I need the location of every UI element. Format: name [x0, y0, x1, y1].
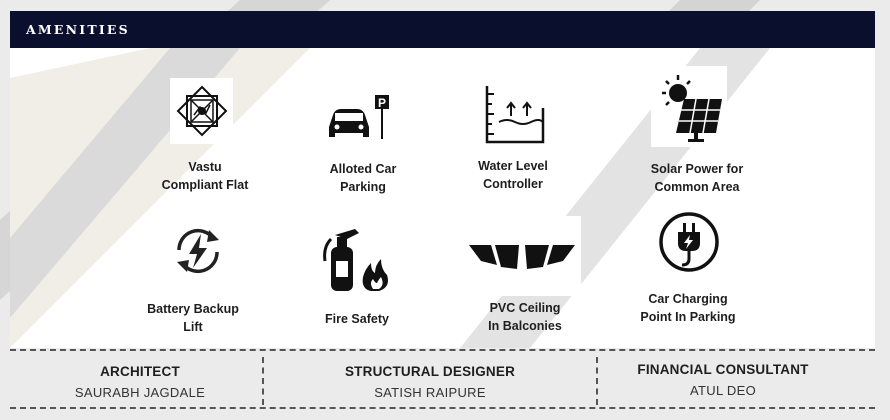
credit-name: SATISH RAIPURE [374, 385, 486, 400]
amenity-vastu [170, 78, 233, 144]
amenity-solar-power [651, 66, 727, 147]
amenities-header: AMENITIES [10, 11, 875, 48]
credit-role: ARCHITECT [100, 364, 180, 379]
amenity-car-parking: P [320, 81, 395, 155]
water-level-icon [485, 85, 545, 143]
credit-role: STRUCTURAL DESIGNER [344, 364, 516, 379]
ev-charging-plug-icon [659, 212, 719, 272]
battery-backup-icon [177, 228, 219, 274]
section-title: AMENITIES [26, 22, 130, 37]
credit-role: FINANCIAL CONSULTANT [637, 362, 809, 377]
credit-name: SAURABH JAGDALE [74, 385, 206, 400]
divider-vertical [596, 357, 598, 405]
credit-financial-consultant: FINANCIAL CONSULTANT ATUL DEO [600, 362, 846, 398]
amenity-car-charging [655, 208, 723, 276]
vastu-icon [176, 85, 227, 137]
amenity-pvc-ceiling [463, 216, 581, 296]
amenity-battery-backup [159, 217, 237, 285]
pvc-ceiling-icon [469, 245, 575, 269]
fire-extinguisher-icon [323, 228, 388, 291]
divider-bottom [10, 407, 875, 409]
svg-text:P: P [378, 96, 386, 110]
amenity-label: Fire Safety [325, 312, 389, 326]
divider-vertical [262, 357, 264, 405]
amenity-fire-safety [315, 210, 399, 299]
credit-name: ATUL DEO [690, 383, 756, 398]
solar-power-icon [662, 74, 722, 142]
divider-top [10, 349, 875, 351]
amenity-water-level [475, 76, 553, 153]
car-parking-icon: P [328, 95, 389, 139]
credit-structural-designer: STRUCTURAL DESIGNER SATISH RAIPURE [266, 364, 594, 400]
credit-architect: ARCHITECT SAURABH JAGDALE [20, 364, 260, 400]
